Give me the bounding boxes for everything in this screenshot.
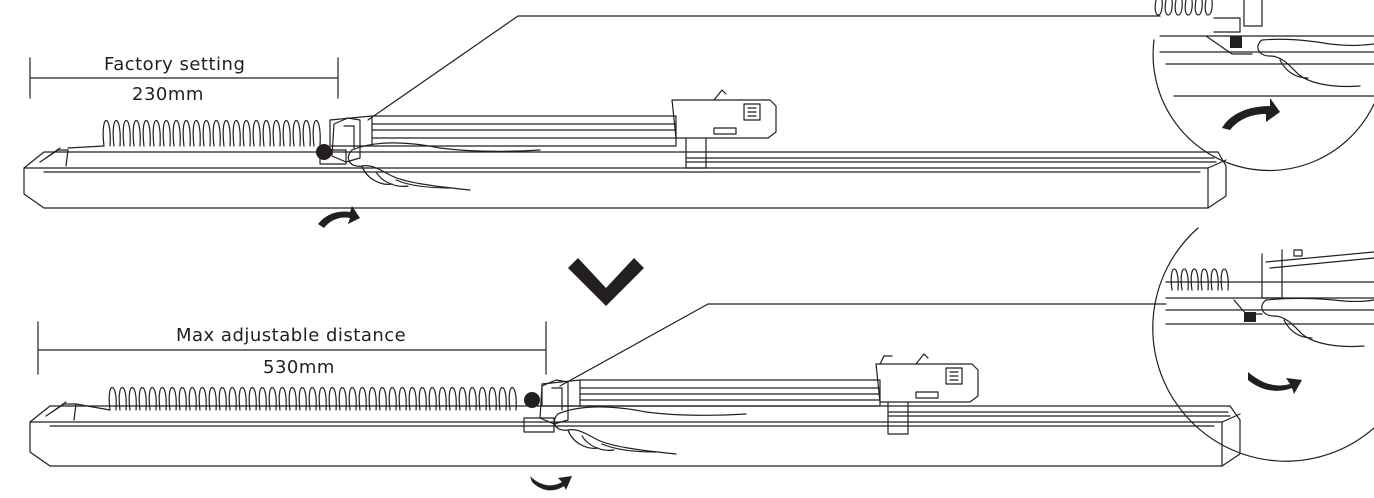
dimension-bracket-max [37, 321, 547, 375]
adapter-housing-top [329, 89, 777, 169]
end-clamp-bottom [523, 379, 569, 433]
rotate-counterclockwise-arrow-magnified-icon [1222, 98, 1280, 130]
track-rail-top [23, 147, 1227, 209]
hand-bottom [553, 406, 747, 455]
factory-setting-label: Factory setting [104, 54, 246, 75]
release-button-bottom [524, 392, 540, 408]
leader-line-bottom [559, 303, 709, 387]
magnifier-top [1152, 0, 1374, 172]
hand-top [347, 142, 541, 191]
rotate-clockwise-arrow-icon [530, 476, 572, 491]
factory-setting-value: 230mm [132, 84, 204, 105]
leader-line-top [367, 15, 519, 121]
track-rail-bottom [29, 401, 1241, 467]
adapter-housing-bottom [541, 353, 979, 435]
release-button-magnified-bottom [1244, 312, 1256, 322]
coiled-cable-top [67, 120, 321, 149]
magnifier-bottom [1152, 227, 1374, 462]
rotate-clockwise-arrow-magnified-icon [1248, 372, 1302, 394]
end-clamp-top [319, 117, 361, 165]
release-button-magnified-top [1230, 36, 1242, 48]
dimension-bracket-factory [29, 57, 339, 99]
max-distance-label: Max adjustable distance [176, 325, 407, 346]
rotate-counterclockwise-arrow-icon [318, 206, 360, 228]
coiled-cable-bottom [75, 387, 517, 411]
release-button-top [316, 144, 332, 160]
max-distance-value: 530mm [263, 357, 335, 378]
chevron-down-icon [568, 258, 644, 306]
